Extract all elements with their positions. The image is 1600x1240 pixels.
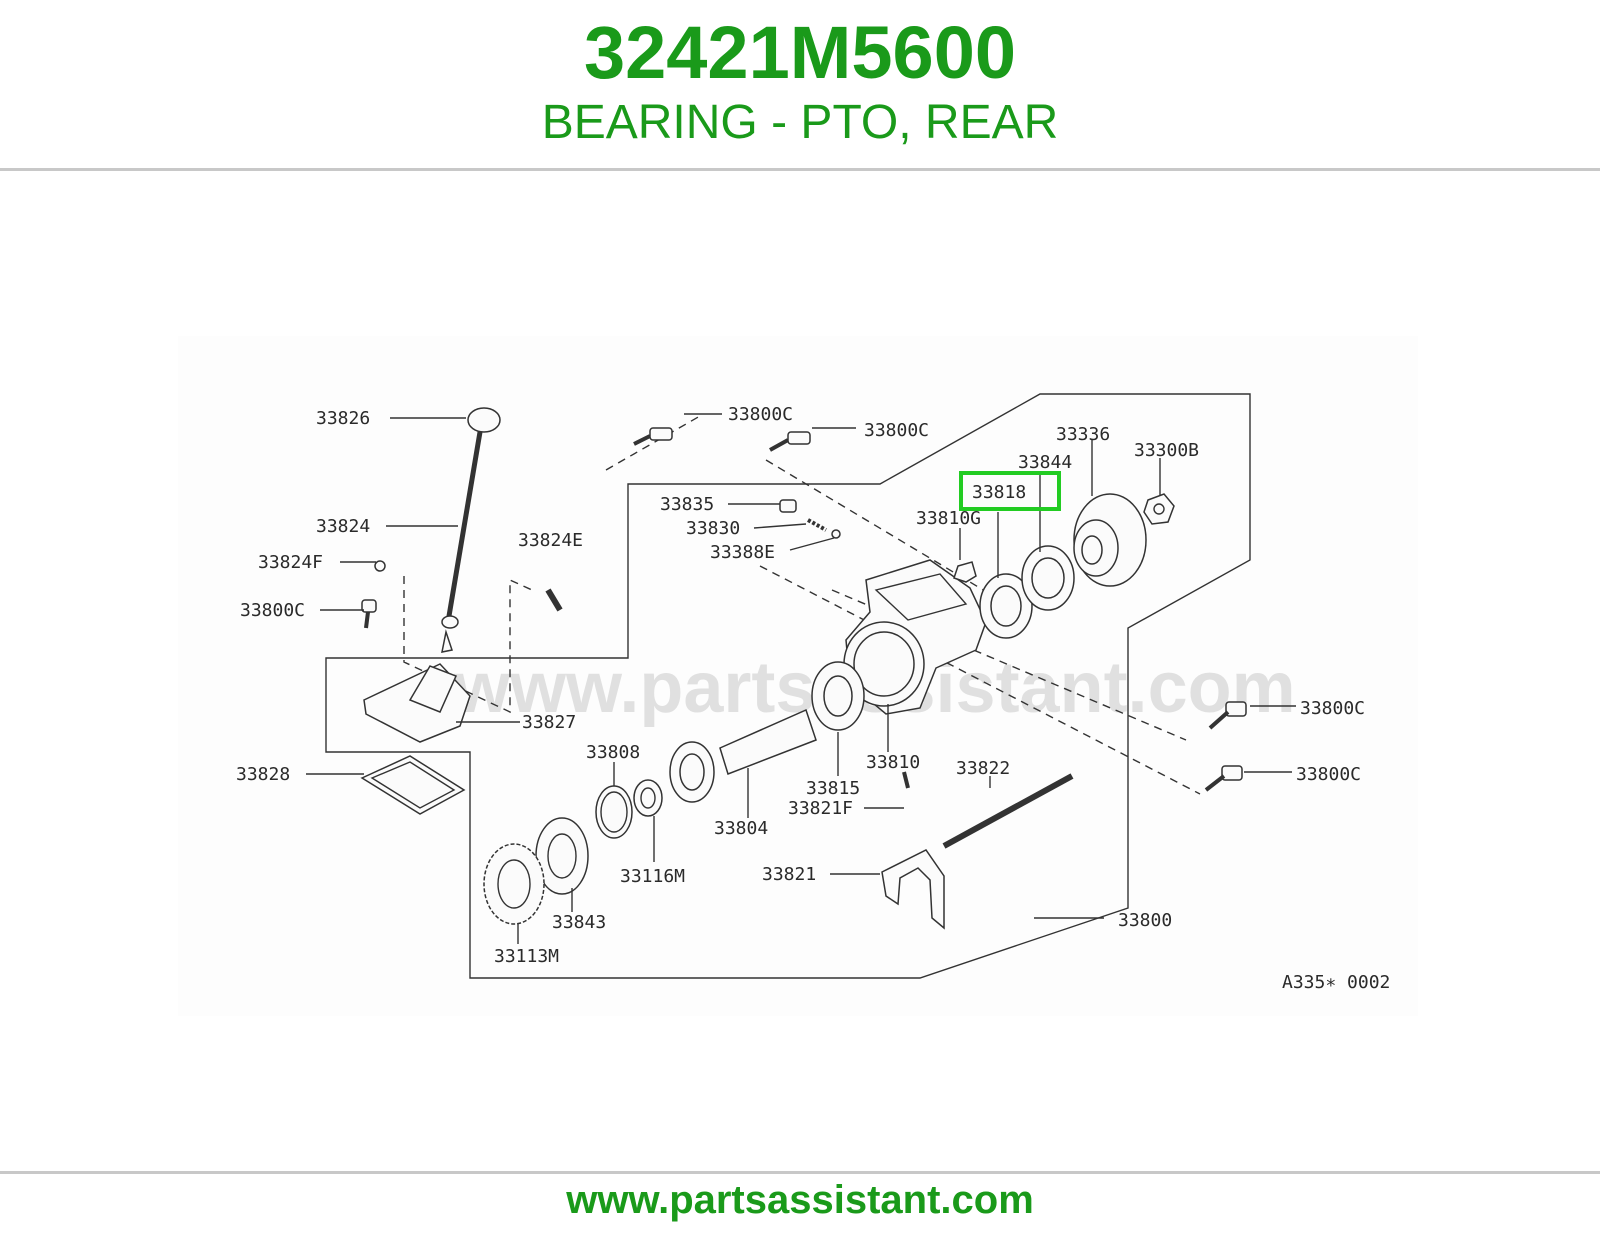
needle-bearing: [633, 779, 663, 817]
label-33815[interactable]: 33815: [806, 778, 860, 799]
label-33844[interactable]: 33844: [1018, 452, 1072, 473]
guide-lines: [403, 415, 1201, 795]
label-33800c-c[interactable]: 33800C: [240, 600, 305, 621]
label-33835[interactable]: 33835: [660, 494, 714, 515]
bolt-33800c-b: [769, 431, 811, 452]
footer-divider: [0, 1171, 1600, 1174]
highlight-box: [959, 471, 1061, 511]
label-33824f[interactable]: 33824F: [258, 552, 323, 573]
plug-33835: [779, 499, 797, 513]
pin-33824e: [545, 588, 563, 612]
part-description: BEARING - PTO, REAR: [541, 96, 1059, 149]
flange-33336: [1073, 493, 1147, 587]
label-33113m[interactable]: 33113M: [494, 946, 559, 967]
label-33810[interactable]: 33810: [866, 752, 920, 773]
bearing-33818: [979, 573, 1033, 639]
snap-ring: [595, 785, 633, 839]
label-33800c-d[interactable]: 33800C: [1300, 698, 1365, 719]
label-33804[interactable]: 33804: [714, 818, 768, 839]
label-33821f[interactable]: 33821F: [788, 798, 853, 819]
diagram-code: A335∗ 0002: [1282, 972, 1390, 993]
shift-fork: [881, 849, 945, 930]
pin-33821f: [902, 771, 910, 789]
label-33821[interactable]: 33821: [762, 864, 816, 885]
label-33388e[interactable]: 33388E: [710, 542, 775, 563]
ball-33388e: [831, 529, 841, 539]
label-33800[interactable]: 33800: [1118, 910, 1172, 931]
assembly-outline: [325, 393, 1251, 979]
page-header: 32421M5600 BEARING - PTO, REAR: [0, 0, 1600, 168]
leader-lines: [306, 413, 1296, 944]
bolt-33800c-c: [361, 599, 377, 629]
label-33843[interactable]: 33843: [552, 912, 606, 933]
part-number: 32421M5600: [583, 11, 1017, 94]
gasket: [360, 755, 466, 815]
label-33822[interactable]: 33822: [956, 758, 1010, 779]
nut-33810g: [953, 561, 977, 583]
bolt-33800c-a: [633, 427, 673, 446]
lever-base: [363, 663, 471, 743]
label-33827[interactable]: 33827: [522, 712, 576, 733]
header-divider: [0, 168, 1600, 171]
label-33826[interactable]: 33826: [316, 408, 370, 429]
label-33336[interactable]: 33336: [1056, 424, 1110, 445]
diagram-backdrop: [178, 336, 1418, 1016]
label-33830[interactable]: 33830: [686, 518, 740, 539]
shift-lever: [441, 407, 501, 653]
label-33818[interactable]: 33818: [972, 482, 1026, 503]
label-33808[interactable]: 33808: [586, 742, 640, 763]
gear-33113m: [483, 843, 545, 925]
bolt-33800c-d: [1208, 701, 1247, 730]
clip-33824f: [374, 560, 386, 572]
footer-url-link[interactable]: www.partsassistant.com: [566, 1178, 1034, 1222]
label-33116m[interactable]: 33116M: [620, 866, 685, 887]
pto-case: [843, 559, 987, 715]
main-shaft: [669, 708, 817, 803]
label-33810g[interactable]: 33810G: [916, 508, 981, 529]
label-33824[interactable]: 33824: [316, 516, 370, 537]
label-33828[interactable]: 33828: [236, 764, 290, 785]
nut-33300b: [1143, 493, 1175, 525]
seal-33844: [1021, 545, 1075, 611]
sleeve-33843: [535, 817, 589, 895]
bolt-33800c-e: [1204, 765, 1243, 792]
shift-rod: [942, 773, 1074, 849]
spring-33830: [807, 518, 827, 532]
bearing-33815: [811, 661, 865, 731]
label-33800c-a[interactable]: 33800C: [728, 404, 793, 425]
label-33800c-e[interactable]: 33800C: [1296, 764, 1361, 785]
label-33824e[interactable]: 33824E: [518, 530, 583, 551]
label-33300b[interactable]: 33300B: [1134, 440, 1199, 461]
label-33800c-b[interactable]: 33800C: [864, 420, 929, 441]
